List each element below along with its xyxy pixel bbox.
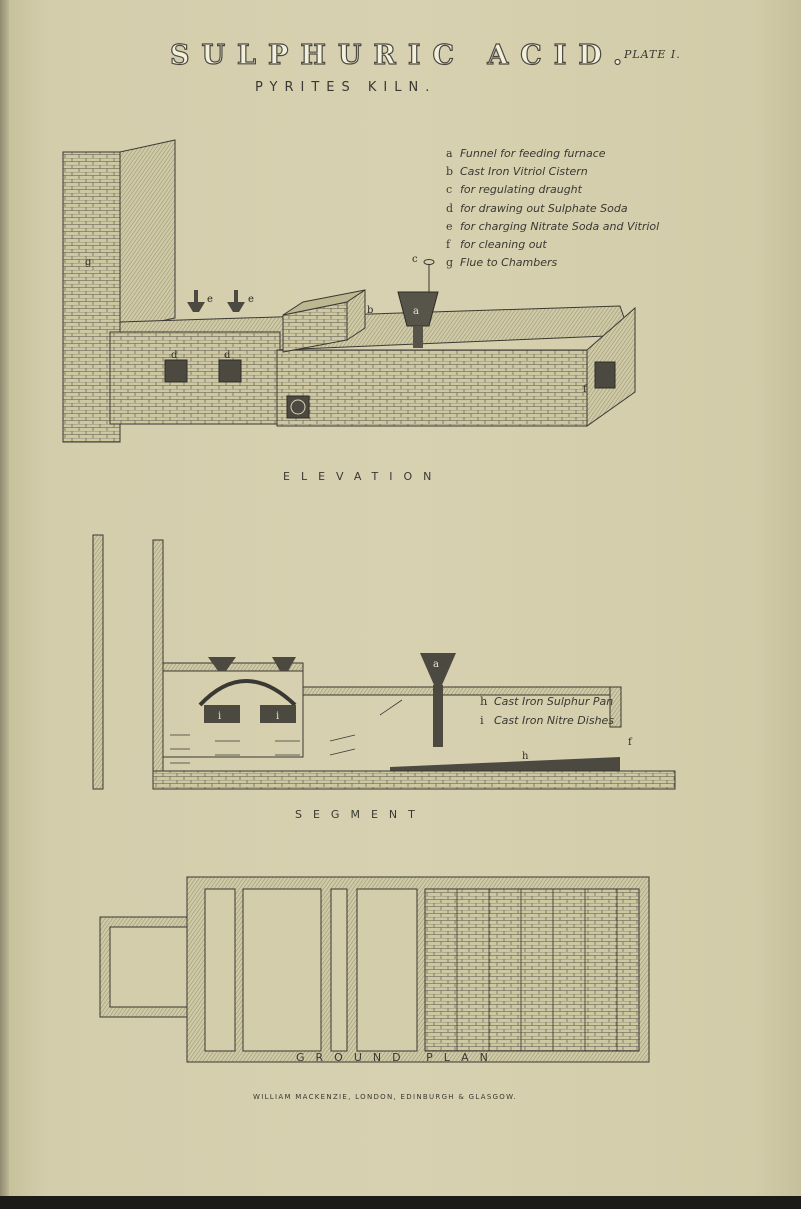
segment-flue-wall — [152, 539, 164, 790]
segment-label-f: f — [628, 737, 633, 748]
cleaning-door — [594, 361, 616, 389]
segment-label-a: a — [433, 659, 439, 670]
plan-room-2 — [242, 888, 322, 1052]
segment-chimney-wall — [92, 534, 104, 790]
plan-grid-lines — [456, 889, 618, 1051]
dish-label-i2: i — [276, 711, 279, 722]
ground-plan-caption: GROUND PLAN — [296, 1051, 499, 1064]
cistern-label-b: b — [367, 305, 373, 316]
vitriol-cistern-end — [346, 289, 366, 341]
drawing-door-2 — [218, 359, 242, 383]
segment-drawing: i i a h f — [92, 534, 676, 790]
segment-funnel-a-neck — [433, 685, 443, 747]
drawing-door-1 — [164, 359, 188, 383]
plan-room-4 — [356, 888, 418, 1052]
plan-room-3 — [330, 888, 348, 1052]
elevation-drawing: g b a c e e d d f — [62, 139, 636, 443]
door-label-d2: d — [224, 350, 231, 361]
front-flue-rosette — [290, 399, 306, 415]
segment-arch — [198, 679, 297, 707]
dish-label-i1: i — [218, 711, 221, 722]
chimney-label-g: g — [85, 257, 92, 268]
plan-annex-inner — [109, 926, 193, 1008]
plate-title: SULPHURIC ACID. — [169, 39, 635, 71]
segment-floor — [152, 770, 676, 790]
plate-number: PLATE I. — [624, 48, 681, 61]
plate-subtitle: PYRITES KILN. — [255, 80, 437, 95]
plan-grid — [424, 888, 640, 1052]
segment-label-h: h — [522, 751, 529, 762]
kiln-front-left — [109, 331, 281, 425]
ground-plan-drawing — [99, 876, 650, 1063]
binding-edge — [0, 0, 9, 1209]
sulphur-pan — [390, 757, 620, 771]
publisher-imprint: WILLIAM MACKENZIE, LONDON, EDINBURGH & G… — [253, 1093, 518, 1101]
funnel-label-a: a — [413, 306, 419, 317]
svg-text:e: e — [207, 294, 213, 305]
funnel-neck — [413, 326, 423, 348]
segment-funnel-a — [420, 653, 456, 685]
charging-funnel-1: e — [187, 290, 213, 312]
funnel — [397, 291, 439, 327]
damper-handle — [423, 259, 435, 265]
draught-arrows — [170, 699, 403, 764]
segment-caption: SEGMENT — [295, 808, 426, 821]
nitre-dish-1 — [204, 705, 240, 723]
charging-funnel-2: e — [227, 290, 254, 312]
svg-text:e: e — [248, 294, 254, 305]
segment-flue-end — [609, 686, 622, 728]
segment-chamber-top — [162, 662, 304, 672]
segment-funnel-2 — [272, 657, 296, 671]
cleaning-label-f: f — [583, 384, 588, 395]
scan-edge — [0, 1196, 801, 1209]
kiln-front — [276, 349, 588, 427]
chimney-side — [119, 139, 176, 331]
nitre-dish-2 — [260, 705, 296, 723]
elevation-caption: ELEVATION — [283, 470, 443, 483]
plan-room-1 — [204, 888, 236, 1052]
segment-funnel-1 — [208, 657, 236, 671]
damper-label-c: c — [412, 254, 418, 265]
door-label-d1: d — [171, 350, 178, 361]
front-flue-door — [286, 395, 310, 419]
